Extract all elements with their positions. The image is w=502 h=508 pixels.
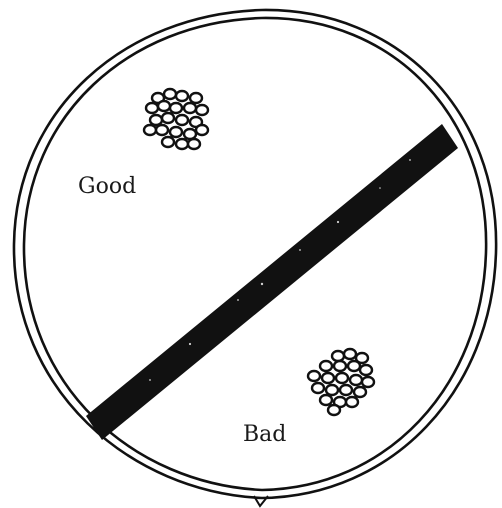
divider-bar xyxy=(86,124,458,440)
bad-label: Bad xyxy=(243,422,286,447)
bad-colony-cluster xyxy=(308,349,374,415)
good-label: Good xyxy=(78,174,136,199)
good-colony-cluster xyxy=(144,89,208,149)
